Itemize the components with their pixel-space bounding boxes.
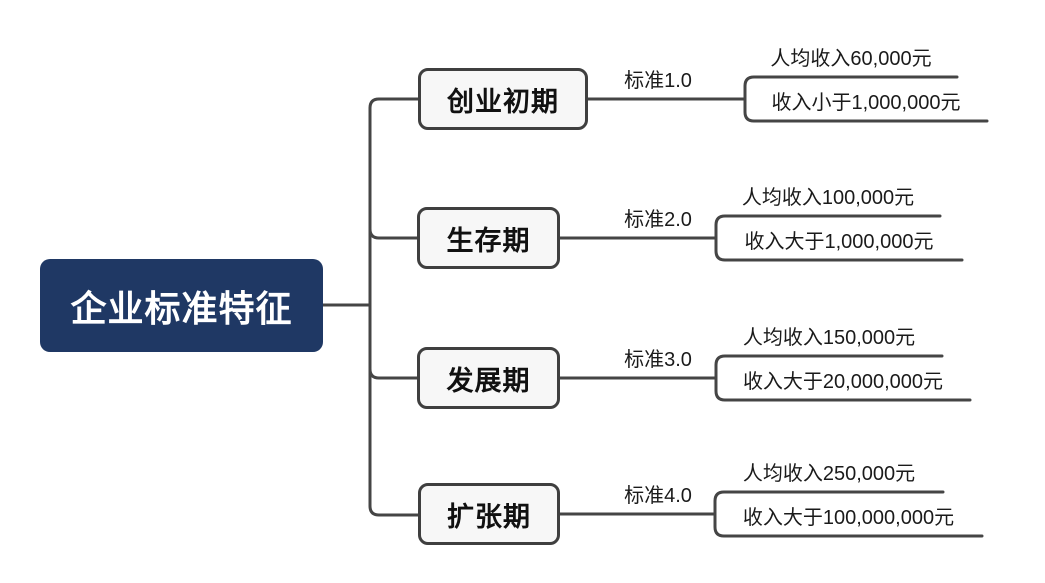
leaf-topic-b3-income-per-capita[interactable]: 人均收入150,000元 [742, 327, 916, 349]
leaf-topic-b4-revenue[interactable]: 收入大于100,000,000元 [742, 507, 955, 529]
leaf-topic-b1-income-per-capita[interactable]: 人均收入60,000元 [770, 48, 932, 70]
trunk-connector [368, 97, 420, 517]
leaf-topic-b1-revenue[interactable]: 收入小于1,000,000元 [771, 92, 961, 114]
leaf-topic-b2-revenue[interactable]: 收入大于1,000,000元 [744, 231, 934, 253]
branch-2-elbow [368, 227, 419, 240]
edge-label-standard-2[interactable]: 标准2.0 [624, 209, 692, 231]
leaf-topic-b2-income-per-capita[interactable]: 人均收入100,000元 [741, 187, 915, 209]
branch-3-leaf-bracket [714, 354, 972, 402]
branch-node-startup-initial[interactable]: 创业初期 [418, 68, 588, 130]
edge-label-standard-3[interactable]: 标准3.0 [624, 349, 692, 371]
branch-node-survival[interactable]: 生存期 [417, 207, 560, 269]
leaf-topic-b4-income-per-capita[interactable]: 人均收入250,000元 [742, 463, 916, 485]
branch-3-elbow [368, 367, 419, 380]
branch-2-leaf-bracket [714, 214, 964, 262]
branch-node-expansion[interactable]: 扩张期 [418, 483, 560, 545]
branch-node-development[interactable]: 发展期 [417, 347, 560, 409]
edge-label-standard-1[interactable]: 标准1.0 [624, 70, 692, 92]
branch-1-leaf-bracket [743, 75, 989, 123]
edge-label-standard-4[interactable]: 标准4.0 [624, 485, 692, 507]
root-node[interactable]: 企业标准特征 [40, 259, 323, 352]
leaf-topic-b3-revenue[interactable]: 收入大于20,000,000元 [742, 371, 944, 393]
branch-4-leaf-bracket [713, 490, 984, 538]
